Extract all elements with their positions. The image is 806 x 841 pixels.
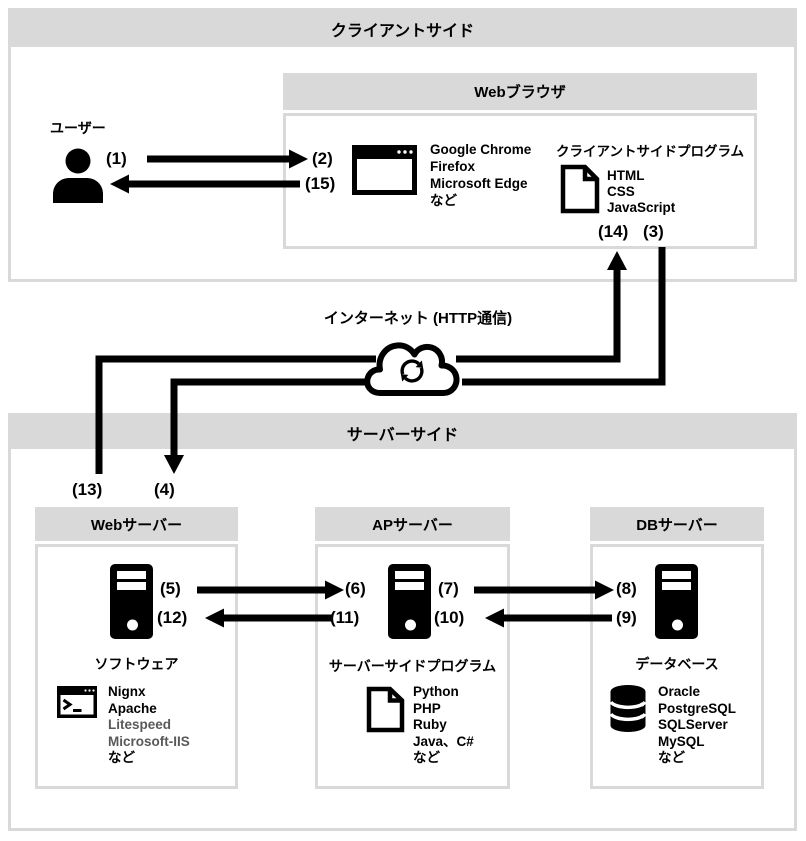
web-software-item: Apache [108, 700, 157, 716]
browser-item: など [430, 193, 457, 208]
ap-server-icon [388, 564, 431, 639]
step-15-label: (15) [305, 174, 336, 193]
internet-label: インターネット (HTTP通信) [323, 310, 513, 327]
database-list: Oracle PostgreSQL SQLServer MySQL など [658, 684, 736, 767]
cloud-icon [364, 342, 460, 396]
server-program-document-icon [366, 686, 406, 733]
web-software-item: Litespeed [108, 717, 172, 732]
step-2-label: (2) [312, 149, 333, 168]
step-4-label: (4) [154, 480, 175, 499]
client-program-item: CSS [607, 184, 635, 199]
step-9-label: (9) [616, 608, 637, 627]
step-13-label: (13) [72, 480, 103, 499]
db-server-icon [655, 564, 698, 639]
server-program-item: Ruby [413, 717, 447, 732]
server-side-title: サーバーサイド [346, 426, 459, 444]
server-side-header: サーバーサイド [11, 416, 794, 449]
database-item: など [658, 750, 685, 765]
client-program-document-icon [560, 164, 600, 214]
step-1-label: (1) [106, 149, 127, 168]
server-program-item: Java、C# [413, 733, 474, 749]
step-10-label: (10) [434, 608, 465, 627]
web-server-title: Webサーバー [90, 516, 183, 534]
server-program-list: Python PHP Ruby Java、C# など [413, 684, 474, 767]
browser-window-icon [352, 145, 417, 195]
web-browser-title: Webブラウザ [474, 84, 566, 101]
browser-item: Firefox [430, 159, 476, 174]
ap-server-header: APサーバー [315, 507, 510, 541]
db-server-body [590, 544, 764, 789]
web-server-header: Webサーバー [35, 507, 238, 541]
client-program-title: クライアントサイドプログラム [556, 144, 745, 159]
database-item: Oracle [658, 684, 701, 699]
step-7-label: (7) [438, 579, 459, 598]
server-program-item: PHP [413, 700, 441, 716]
browser-list: Google Chrome Firefox Microsoft Edge など [430, 141, 531, 209]
user-icon [53, 147, 103, 203]
ap-server-panel: APサーバー [315, 507, 510, 793]
db-server-panel: DBサーバー [590, 507, 764, 793]
client-side-header: クライアントサイド [11, 11, 794, 47]
server-program-item: など [413, 750, 440, 765]
browser-item: Microsoft Edge [430, 176, 528, 191]
web-server-icon [110, 564, 153, 639]
client-program-list: HTML CSS JavaScript [607, 168, 675, 216]
db-server-header: DBサーバー [590, 507, 764, 541]
web-software-list: Nignx Apache Litespeed Microsoft-IIS など [108, 684, 190, 767]
step-12-label: (12) [157, 608, 188, 627]
server-program-item: Python [413, 684, 459, 699]
step-5-label: (5) [160, 579, 181, 598]
db-server-title: DBサーバー [636, 516, 718, 534]
ap-server-title: APサーバー [372, 516, 453, 534]
step-8-label: (8) [616, 579, 637, 598]
server-program-heading: サーバーサイドプログラム [328, 658, 497, 674]
client-side-title: クライアントサイド [330, 23, 475, 40]
step-6-label: (6) [345, 579, 366, 598]
client-program-item: JavaScript [607, 200, 676, 215]
web-software-heading: ソフトウェア [94, 656, 179, 672]
user-label: ユーザー [50, 120, 106, 136]
web-software-item: Microsoft-IIS [108, 733, 190, 749]
browser-item: Google Chrome [430, 142, 532, 157]
step-14-label: (14) [598, 222, 629, 241]
database-item: SQLServer [658, 717, 728, 732]
step-3-label: (3) [643, 222, 664, 241]
web-software-item: など [108, 750, 135, 765]
sync-icon [400, 359, 424, 383]
database-item: PostgreSQL [658, 700, 737, 716]
step-11-label: (11) [330, 608, 360, 627]
client-program-item: HTML [607, 168, 645, 183]
web-browser-header: Webブラウザ [283, 73, 757, 110]
web-software-item: Nignx [108, 684, 146, 699]
database-icon [609, 684, 647, 733]
terminal-icon [57, 686, 97, 718]
database-heading: データベース [635, 656, 719, 672]
database-item: MySQL [658, 733, 705, 749]
